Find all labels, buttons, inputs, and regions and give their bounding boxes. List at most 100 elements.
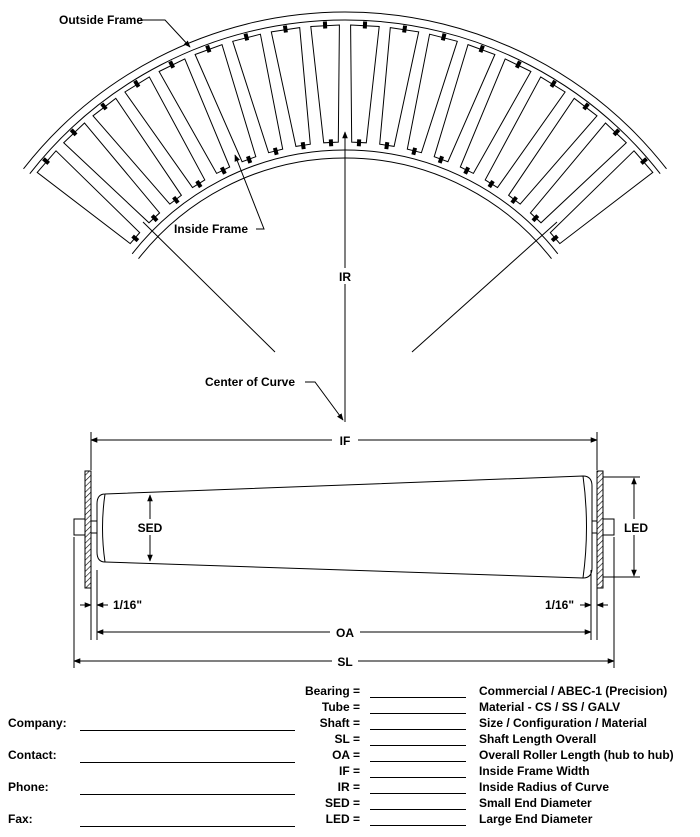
radial-line-right <box>411 221 558 353</box>
roller <box>232 33 284 154</box>
spec-key-sed: SED = <box>324 796 360 810</box>
company-field[interactable] <box>80 730 295 731</box>
roller-axle-end <box>282 25 288 33</box>
roller-axle-end <box>582 102 590 111</box>
spec-value-sl[interactable] <box>370 745 466 746</box>
roller-axle-end <box>69 128 78 137</box>
tapered-roller-diagram: IR Outside Frame Inside Frame Center of … <box>23 11 667 669</box>
left-clearance-label: 1/16" <box>113 598 142 612</box>
roller-axle-end <box>402 25 408 33</box>
spec-value-oa[interactable] <box>370 761 466 762</box>
spec-value-if[interactable] <box>370 777 466 778</box>
center-of-curve-label: Center of Curve <box>205 375 295 389</box>
spec-desc-led: Large End Diameter <box>479 812 593 826</box>
roller-axle-end <box>384 141 390 150</box>
spec-value-sed[interactable] <box>370 809 466 810</box>
roller <box>350 24 380 144</box>
inside-radius-label: IR <box>339 270 351 284</box>
roller-axle-end <box>463 166 470 175</box>
spec-value-ir[interactable] <box>370 793 466 794</box>
roller <box>158 58 231 175</box>
spec-key-sl: SL = <box>334 732 360 746</box>
roller-axle-end <box>510 195 518 205</box>
spec-desc-sl: Shaft Length Overall <box>479 732 597 746</box>
spec-desc-shaft: Size / Configuration / Material <box>479 716 648 730</box>
phone-label: Phone: <box>8 780 49 794</box>
roller-axle-end <box>243 33 250 41</box>
shaft-length-label: SL <box>337 655 352 669</box>
left-frame-wall <box>84 470 92 589</box>
inside-frame-leader <box>234 154 265 230</box>
spec-key-oa: OA = <box>332 748 360 762</box>
roller <box>92 97 183 205</box>
roller <box>310 24 340 144</box>
roller-axle-end <box>300 141 306 150</box>
roller-axle-end <box>531 214 540 223</box>
roller-axle-end <box>131 234 140 243</box>
contact-field[interactable] <box>80 762 295 763</box>
right-clearance-label: 1/16" <box>545 598 574 612</box>
roller <box>270 27 311 147</box>
roller-axle-end <box>220 166 227 175</box>
spec-value-led[interactable] <box>370 825 466 826</box>
overall-roller-length-label: OA <box>336 626 354 640</box>
roller-axle-end <box>550 234 559 243</box>
phone-field[interactable] <box>80 794 295 795</box>
spec-value-tube[interactable] <box>370 713 466 714</box>
roller-axle-end <box>437 155 444 164</box>
spec-key-ir: IR = <box>337 780 360 794</box>
roller <box>484 76 566 189</box>
left-shaft-end <box>73 518 86 536</box>
spec-desc-if: Inside Frame Width <box>479 764 590 778</box>
roller-axle-end <box>515 60 522 69</box>
spec-desc-sed: Small End Diameter <box>479 796 592 810</box>
company-label: Company: <box>8 716 67 730</box>
spec-key-led: LED = <box>325 812 360 826</box>
outside-frame-label: Outside Frame <box>59 13 143 27</box>
right-frame-wall <box>596 470 604 589</box>
roller <box>194 43 257 163</box>
roller-axle-end <box>100 102 108 111</box>
radial-line-left <box>142 221 276 353</box>
roller-axle-end <box>205 44 212 53</box>
roller-axle-end <box>639 157 648 165</box>
roller-axle-end <box>246 155 253 164</box>
curved-conveyor-section <box>23 11 667 260</box>
roller-axle-end <box>42 157 51 165</box>
outside-frame-outer-line <box>23 11 667 170</box>
roller-axle-end <box>195 180 203 189</box>
roller-axle-end <box>133 79 141 88</box>
spec-desc-ir: Inside Radius of Curve <box>479 780 610 794</box>
right-shaft-end <box>602 518 615 536</box>
roller-axle-end <box>487 180 495 189</box>
spec-value-bearing[interactable] <box>370 697 466 698</box>
roller-axle-end <box>150 214 159 223</box>
roller <box>379 27 420 147</box>
tapered-roller-side-view: IF SED LED 1/16" <box>73 431 654 669</box>
spec-value-shaft[interactable] <box>370 729 466 730</box>
inside-frame-label: Inside Frame <box>174 222 248 236</box>
spec-key-tube: Tube = <box>321 700 360 714</box>
roller <box>507 97 598 205</box>
spec-desc-oa: Overall Roller Length (hub to hub) <box>479 748 674 762</box>
fax-field[interactable] <box>80 826 295 827</box>
outside-frame-leader <box>140 19 191 48</box>
spec-desc-bearing: Commercial / ABEC-1 (Precision) <box>479 684 668 698</box>
roller-axle-end <box>168 60 175 69</box>
roller <box>459 58 532 175</box>
roller <box>36 150 141 245</box>
spec-key-shaft: Shaft = <box>319 716 360 730</box>
roller-axle-end <box>172 195 180 205</box>
roller <box>529 122 628 224</box>
tapered-roller-body <box>96 475 593 579</box>
roller-axle-end <box>549 79 557 88</box>
roller-axle-end <box>478 44 485 53</box>
roller-axle-end <box>612 128 621 137</box>
spec-desc-tube: Material - CS / SS / GALV <box>479 700 621 714</box>
roller-axle-end <box>411 147 418 156</box>
roller <box>62 122 161 224</box>
conveyor-rollers <box>36 21 654 245</box>
small-end-diameter-label: SED <box>138 521 163 535</box>
roller <box>549 150 654 245</box>
roller <box>124 76 206 189</box>
